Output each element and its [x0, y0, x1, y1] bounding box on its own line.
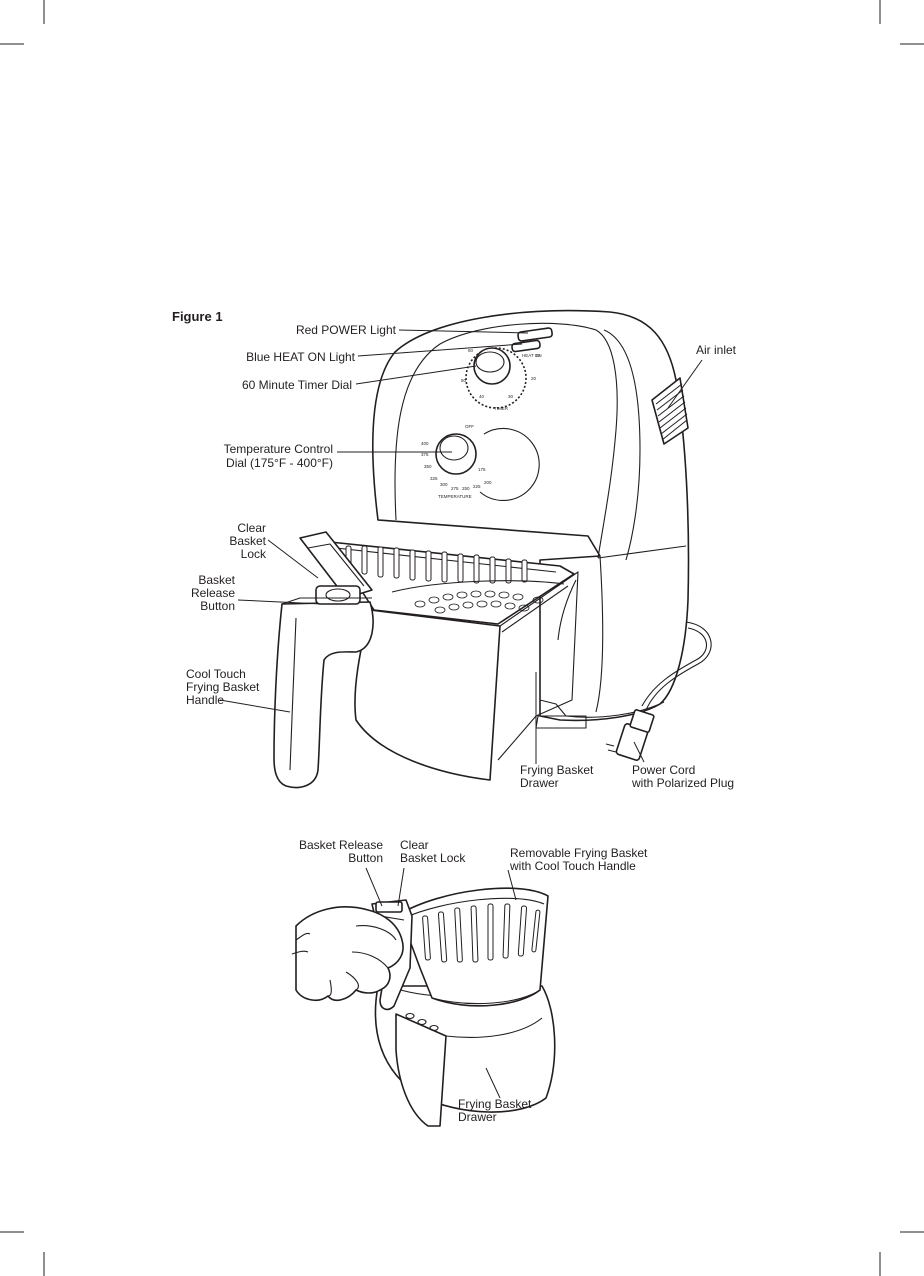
label-bottom-release-1: Basket Release — [299, 838, 383, 852]
svg-text:350: 350 — [424, 464, 432, 469]
figure-label: Figure 1 — [172, 309, 223, 324]
top-leader-lines — [219, 329, 703, 764]
label-blue-heat-light: Blue HEAT ON Light — [246, 350, 356, 364]
label-timer-dial: 60 Minute Timer Dial — [242, 378, 352, 392]
basket-slots — [345, 545, 528, 584]
svg-text:60: 60 — [468, 348, 474, 353]
svg-text:175: 175 — [478, 467, 486, 472]
label-clear-lock-2: Basket — [229, 534, 266, 548]
heat-on-tag: HEAT ON — [522, 353, 542, 358]
label-red-power-light: Red POWER Light — [296, 323, 397, 337]
label-temp-dial-1: Temperature Control — [224, 442, 333, 456]
label-release-3: Button — [200, 599, 235, 613]
air-fryer-illustration: HEAT ON 60 10 20 30 40 50 TIMER OFF 400 … — [273, 309, 712, 789]
label-handle-3: Handle — [186, 693, 224, 707]
label-cord-2: with Polarized Plug — [631, 776, 734, 790]
label-removable-1: Removable Frying Basket — [510, 846, 648, 860]
label-bottom-lock-2: Basket Lock — [400, 851, 466, 865]
label-bottom-release-2: Button — [348, 851, 383, 865]
label-release-1: Basket — [198, 573, 235, 587]
bottom-leader-lines — [365, 867, 517, 1099]
svg-text:30: 30 — [508, 394, 514, 399]
svg-text:250: 250 — [462, 486, 470, 491]
temp-dial-caption: TEMPERATURE — [438, 494, 472, 499]
bottom-labels: Basket Release Button Clear Basket Lock … — [299, 838, 648, 1124]
label-handle-2: Frying Basket — [186, 680, 260, 694]
removable-basket-slots — [422, 903, 541, 963]
label-release-2: Release — [191, 586, 235, 600]
label-bottom-drawer-1: Frying Basket — [458, 1097, 532, 1111]
svg-text:50: 50 — [461, 378, 467, 383]
label-drawer-1: Frying Basket — [520, 763, 594, 777]
svg-text:40: 40 — [479, 394, 485, 399]
label-temp-dial-2: Dial (175°F - 400°F) — [226, 456, 333, 470]
svg-text:375: 375 — [421, 452, 429, 457]
svg-text:275: 275 — [451, 486, 459, 491]
basket-removal-illustration — [291, 887, 556, 1127]
top-labels: Red POWER Light Blue HEAT ON Light 60 Mi… — [186, 323, 737, 790]
label-handle-1: Cool Touch — [186, 667, 246, 681]
label-removable-2: with Cool Touch Handle — [509, 859, 636, 873]
label-bottom-drawer-2: Drawer — [458, 1110, 497, 1124]
svg-text:225: 225 — [473, 484, 481, 489]
label-clear-lock-3: Lock — [241, 547, 267, 561]
svg-text:20: 20 — [531, 376, 537, 381]
timer-dial-caption: TIMER — [494, 406, 509, 411]
temp-dial-off: OFF — [465, 424, 474, 429]
label-clear-lock-1: Clear — [237, 521, 266, 535]
basket-floor-holes — [414, 590, 544, 614]
svg-text:400: 400 — [421, 441, 429, 446]
label-bottom-lock-1: Clear — [400, 838, 429, 852]
svg-text:10: 10 — [535, 353, 541, 358]
label-drawer-2: Drawer — [520, 776, 559, 790]
label-air-inlet: Air inlet — [696, 343, 737, 357]
label-cord-1: Power Cord — [632, 763, 695, 777]
svg-text:325: 325 — [430, 476, 438, 481]
svg-text:200: 200 — [484, 480, 492, 485]
svg-text:300: 300 — [440, 482, 448, 487]
